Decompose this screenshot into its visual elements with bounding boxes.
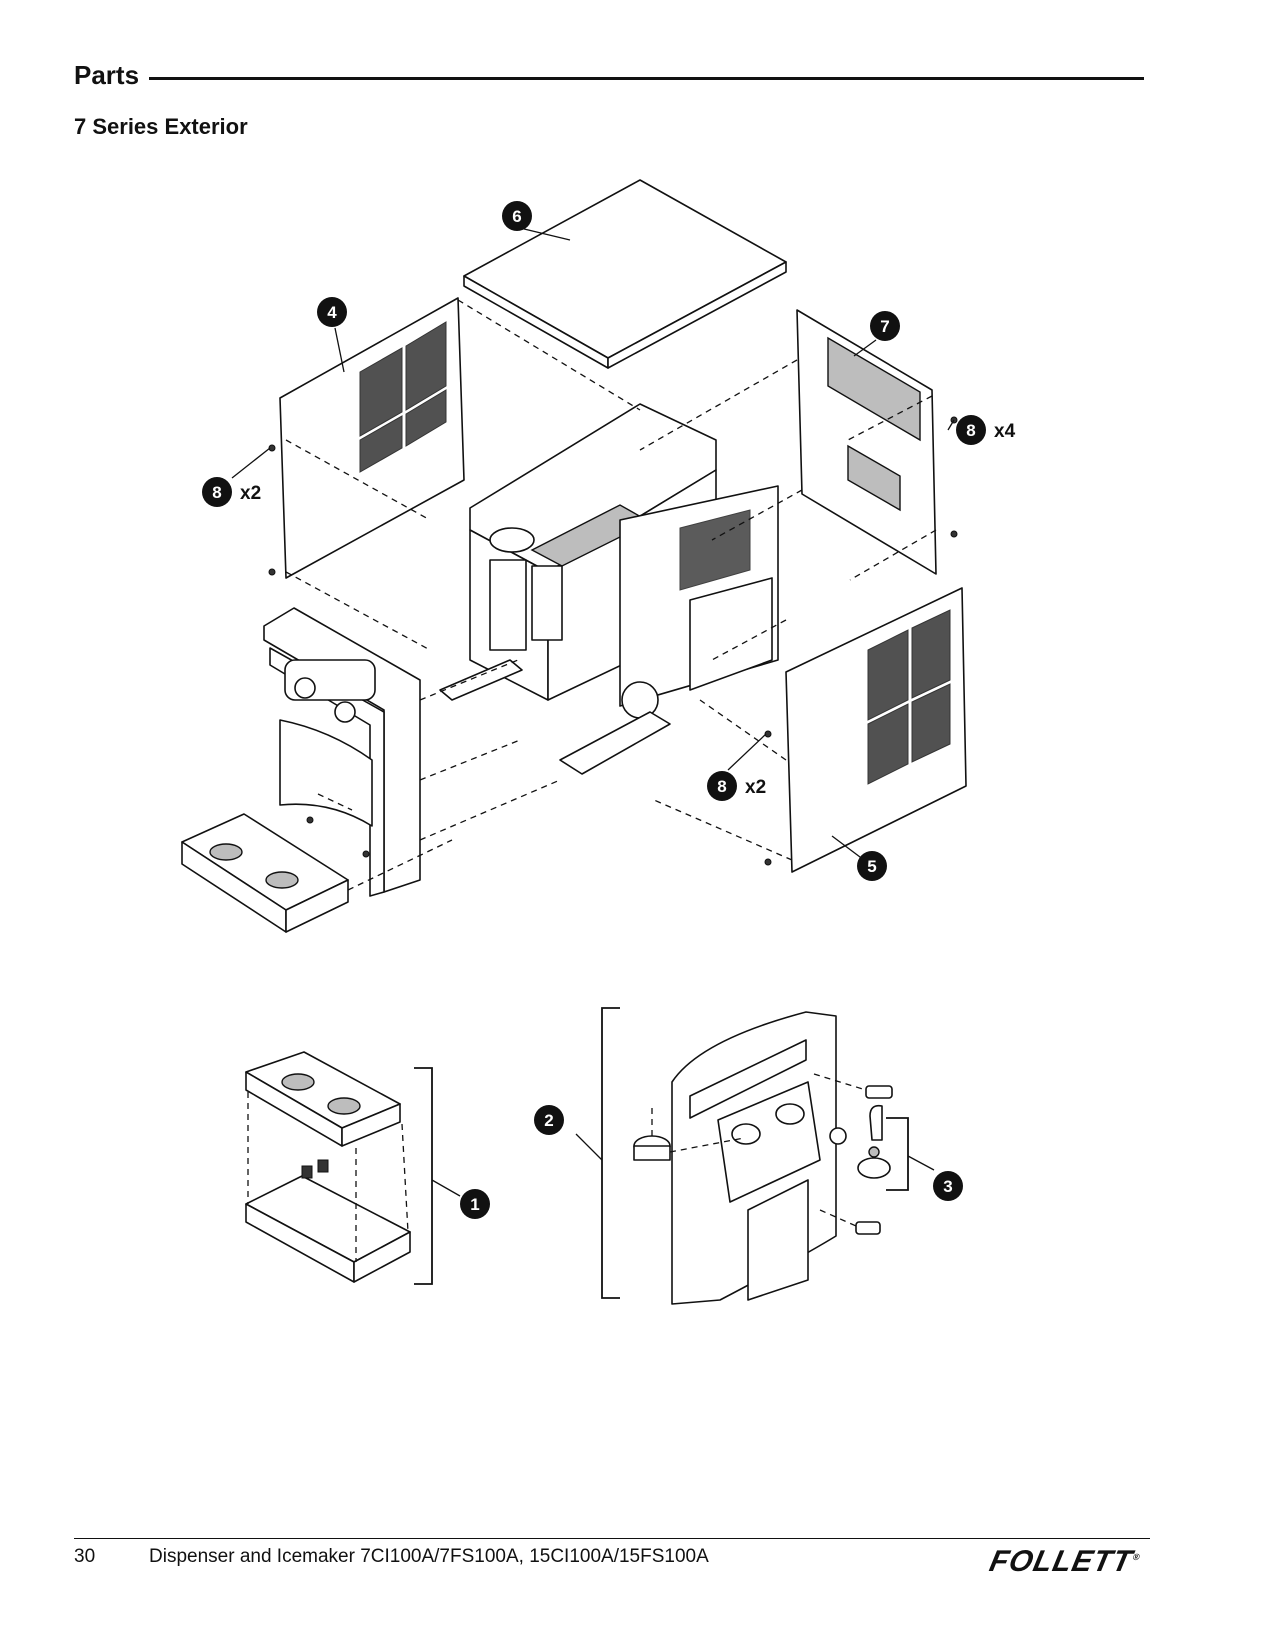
top-panel: [463, 179, 787, 369]
footer-title: Dispenser and Icemaker 7CI100A/7FS100A, …: [149, 1546, 709, 1567]
svg-text:8: 8: [212, 483, 221, 502]
fittings-assembly: [813, 1073, 893, 1235]
header-rule: [74, 77, 1144, 80]
front-bezel-assembly: [633, 1011, 837, 1305]
bracket-2: [575, 1007, 620, 1299]
svg-text:1: 1: [470, 1195, 479, 1214]
section-title: Parts: [74, 60, 150, 91]
bracket-3: [886, 1117, 935, 1191]
svg-text:6: 6: [512, 207, 521, 226]
qty-bottom: x2: [745, 777, 766, 798]
right-rear-panel: [796, 309, 937, 575]
svg-text:4: 4: [327, 303, 337, 322]
sub-title: 7 Series Exterior: [74, 114, 248, 139]
assembly-lines: [285, 299, 937, 891]
brand-logo: FOLLETT®: [986, 1545, 1143, 1579]
chassis-assembly: [439, 403, 779, 775]
svg-text:8: 8: [717, 777, 726, 796]
callout-leaders: [231, 227, 955, 867]
rear-panel-vents: [827, 336, 921, 512]
qty-left: x2: [240, 483, 261, 504]
callout-8-bottom: 8: [707, 771, 737, 801]
left-panel-vents: [359, 321, 447, 473]
callout-5: 5: [857, 851, 887, 881]
callout-1: 1: [460, 1189, 490, 1219]
svg-text:8: 8: [966, 421, 975, 440]
left-side-panel: [279, 297, 465, 579]
svg-text:2: 2: [544, 1111, 553, 1130]
svg-text:3: 3: [943, 1177, 952, 1196]
page-header: Parts: [74, 58, 1144, 98]
bracket-1: [414, 1067, 461, 1285]
right-side-panel: [785, 587, 967, 873]
callout-3: 3: [933, 1171, 963, 1201]
svg-text:5: 5: [867, 857, 876, 876]
footer-rule: [74, 1538, 1150, 1539]
callout-7: 7: [870, 311, 900, 341]
callout-8-right: 8: [956, 415, 986, 445]
callout-4: 4: [317, 297, 347, 327]
brand-logo-text: FOLLETT: [986, 1545, 1136, 1578]
callout-2: 2: [534, 1105, 564, 1135]
front-bezel: [263, 607, 421, 897]
qty-right: x4: [994, 421, 1016, 442]
drip-tray-assembly: [245, 1051, 411, 1283]
callout-6: 6: [502, 201, 532, 231]
callout-8-left: 8: [202, 477, 232, 507]
drip-tray-exterior: [181, 813, 349, 933]
svg-text:7: 7: [880, 317, 889, 336]
page-number: 30: [74, 1546, 96, 1567]
right-panel-vents: [867, 609, 951, 785]
